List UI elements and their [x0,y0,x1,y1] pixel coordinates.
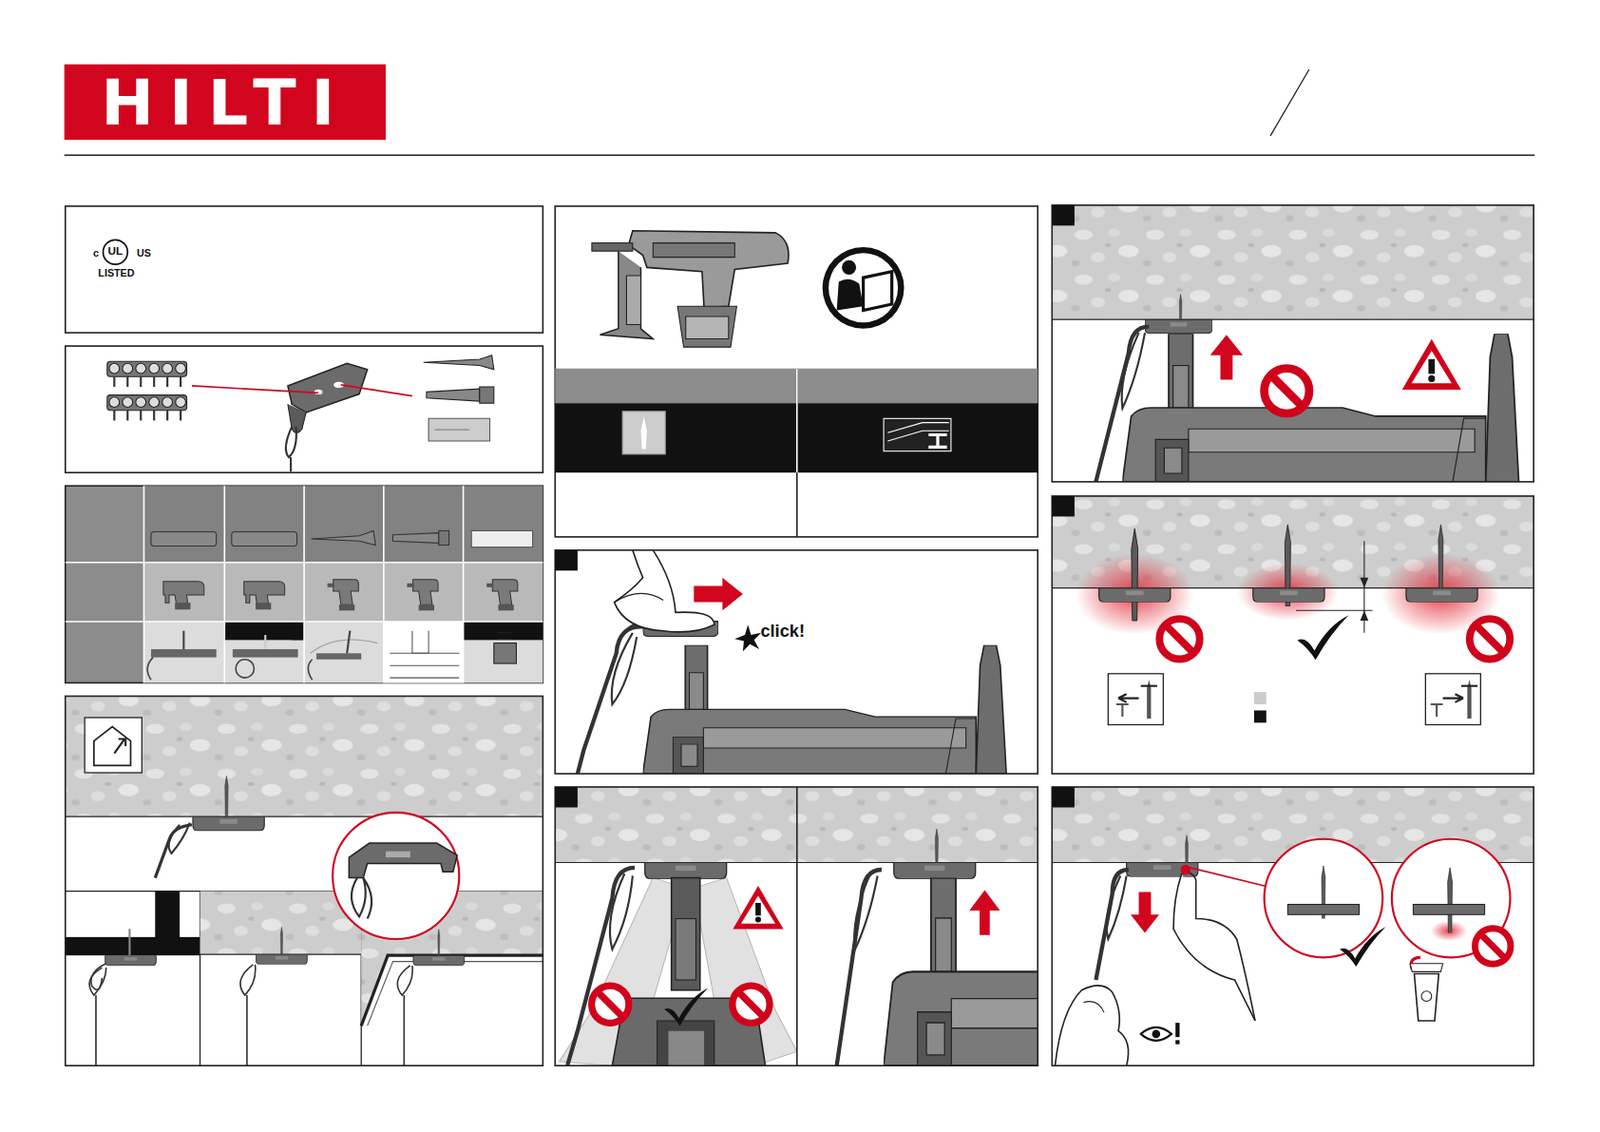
sound-effect-label: click! [760,622,805,640]
brand-logo-text: HILTI [100,71,350,135]
certification-mark-text: UL [107,246,123,258]
certification-mark-text: c [93,247,99,259]
certification-mark-text: LISTED [97,266,134,278]
certification-mark-text: US [136,247,152,259]
